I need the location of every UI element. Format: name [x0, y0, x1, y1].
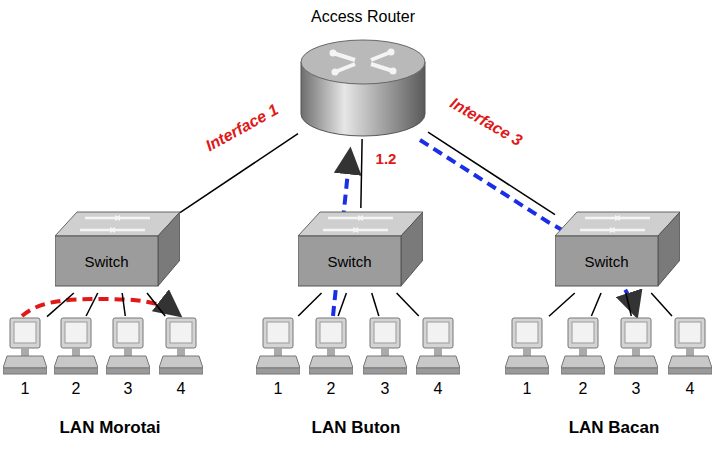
interface-label: Interface 3: [447, 94, 525, 150]
network-link: [338, 293, 346, 316]
host-number: 2: [327, 380, 336, 398]
network-link: [122, 293, 125, 316]
switch-icon: Switch: [555, 208, 680, 293]
host-number: 2: [72, 380, 81, 398]
computer-icon: 2: [309, 316, 353, 400]
lan-name: LAN Morotai: [59, 418, 160, 438]
computer-icon: 2: [54, 316, 98, 400]
network-link: [180, 134, 298, 213]
host-number: 4: [177, 380, 186, 398]
switch-shape: [55, 208, 180, 293]
computer-icon: 4: [668, 316, 712, 400]
switch-label: Switch: [582, 253, 630, 270]
host-number: 2: [579, 380, 588, 398]
interface-label: Interface 1: [203, 101, 282, 156]
network-link: [651, 293, 672, 316]
switch-icon: Switch: [55, 208, 180, 293]
switch-icon: Switch: [298, 208, 423, 293]
network-link: [298, 293, 321, 316]
switch-label: Switch: [325, 253, 373, 270]
host-number: 1: [523, 380, 532, 398]
host-number: 1: [21, 380, 30, 398]
host-number: 3: [632, 380, 641, 398]
network-link: [397, 293, 419, 316]
network-link: [147, 293, 165, 316]
network-link: [428, 132, 555, 215]
router-icon: Access Router: [298, 2, 428, 139]
computer-icon: 3: [106, 316, 150, 400]
network-link: [361, 139, 362, 208]
computer-icon: 4: [159, 316, 203, 400]
network-link: [626, 293, 631, 316]
network-link: [591, 293, 601, 316]
computer-icon: 2: [561, 316, 605, 400]
network-link: [549, 293, 575, 316]
router-name: Access Router: [311, 8, 415, 26]
host-number: 1: [274, 380, 283, 398]
host-number: 3: [124, 380, 133, 398]
lan-name: LAN Buton: [312, 418, 401, 438]
switch-shape: [555, 208, 680, 293]
lan-name: LAN Bacan: [569, 418, 660, 438]
computer-icon: 4: [416, 316, 460, 400]
switch-label: Switch: [82, 253, 130, 270]
host-number: 4: [686, 380, 695, 398]
computer-icon: 1: [3, 316, 47, 400]
network-link: [86, 293, 98, 316]
computer-icon: 1: [256, 316, 300, 400]
computer-icon: 3: [614, 316, 658, 400]
address-label: 1.2: [376, 150, 397, 167]
network-link: [372, 293, 379, 316]
host-number: 4: [434, 380, 443, 398]
computer-icon: 3: [363, 316, 407, 400]
network-link: [47, 293, 74, 317]
switch-shape: [298, 208, 423, 293]
computer-icon: 1: [505, 316, 549, 400]
host-number: 3: [381, 380, 390, 398]
